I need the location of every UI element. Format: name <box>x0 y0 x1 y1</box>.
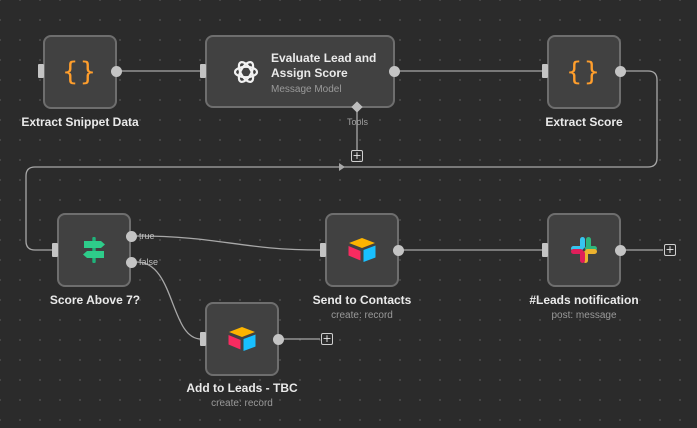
node-subtitle: Message Model <box>271 84 342 95</box>
node-subtitle: post: message <box>551 310 617 321</box>
node-add-to-leads[interactable] <box>205 302 279 376</box>
output-port[interactable] <box>389 66 400 77</box>
node-score-above-7[interactable] <box>57 213 131 287</box>
node-subtitle: create: record <box>211 398 273 409</box>
input-port[interactable] <box>320 243 326 257</box>
output-port[interactable] <box>111 66 122 77</box>
node-evaluate-lead[interactable]: Evaluate Lead and Assign Score Message M… <box>205 35 395 108</box>
output-port[interactable] <box>273 334 284 345</box>
arrowhead <box>339 163 345 171</box>
node-leads-notification[interactable] <box>547 213 621 287</box>
node-title: Evaluate Lead and Assign Score <box>271 51 377 80</box>
output-port[interactable] <box>393 245 404 256</box>
airtable-icon <box>228 327 256 351</box>
slack-icon <box>571 237 597 263</box>
node-label: #Leads notification <box>529 293 639 307</box>
signpost-icon <box>83 237 105 263</box>
code-braces-icon: {} <box>566 57 602 87</box>
output-port[interactable] <box>615 66 626 77</box>
node-label: Extract Score <box>545 115 623 129</box>
input-port[interactable] <box>200 332 206 346</box>
code-braces-icon: {} <box>62 57 98 87</box>
wire-false-to-leads <box>136 261 202 340</box>
node-subtitle: create: record <box>331 310 393 321</box>
node-label: Extract Snippet Data <box>21 115 139 129</box>
input-port[interactable] <box>52 243 58 257</box>
openai-icon <box>233 60 259 83</box>
input-port[interactable] <box>200 64 206 78</box>
node-extract-snippet-data[interactable]: {} <box>43 35 117 109</box>
branch-label-false: false <box>139 257 159 267</box>
add-tool-button[interactable]: + <box>351 149 363 162</box>
add-node-button[interactable]: + <box>664 243 676 256</box>
airtable-icon <box>348 238 376 262</box>
output-port-false[interactable] <box>126 257 137 268</box>
input-port[interactable] <box>542 243 548 257</box>
tools-label: Tools <box>347 117 369 127</box>
node-send-to-contacts[interactable] <box>325 213 399 287</box>
output-port[interactable] <box>615 245 626 256</box>
node-label: Score Above 7? <box>49 293 141 307</box>
wire-true-to-contacts <box>136 235 322 251</box>
node-extract-score[interactable]: {} <box>547 35 621 109</box>
branch-label-true: true <box>139 231 155 241</box>
input-port[interactable] <box>38 64 44 78</box>
output-port-true[interactable] <box>126 231 137 242</box>
node-label: Add to Leads - TBC <box>186 381 298 395</box>
input-port[interactable] <box>542 64 548 78</box>
node-label: Send to Contacts <box>312 293 412 307</box>
add-node-button[interactable]: + <box>321 332 333 345</box>
